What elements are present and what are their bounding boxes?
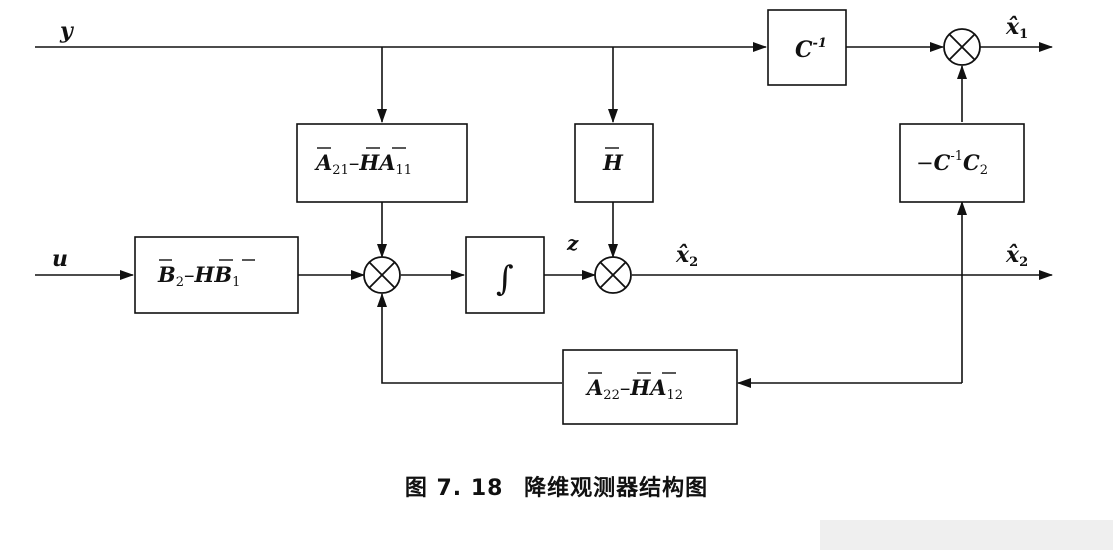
label-y: y (59, 18, 75, 44)
block-h-bar: H (574, 123, 654, 203)
summing-junction-x1 (943, 28, 981, 66)
label-x1-hat: x̂1 (1005, 14, 1028, 42)
svg-text:C-1: C-1 (795, 36, 827, 63)
label-x2-hat-mid: x̂2 (675, 242, 698, 270)
figure-title: 降维观测器结构图 (524, 476, 709, 501)
svg-text:A21–HA11: A21–HA11 (314, 150, 412, 178)
block-c-inverse: C-1 (767, 9, 847, 86)
block-a21-minus-h-a11: A21–HA11 (296, 123, 468, 203)
block-diagram: C-1 A21–HA11 H B2–HB1 ∫ −C-1C2 (35, 9, 1053, 425)
svg-text:H: H (602, 150, 624, 175)
figure-number: 图 7. 18 (404, 476, 504, 501)
block-integrator: ∫ (465, 236, 545, 314)
label-u: u (52, 246, 68, 272)
svg-text:∫: ∫ (496, 259, 514, 299)
block-a22-minus-h-a12: A22–HA12 (562, 349, 738, 425)
block-b2-minus-h-b1: B2–HB1 (134, 236, 299, 314)
svg-text:A22–HA12: A22–HA12 (585, 375, 683, 403)
summing-junction-input (363, 256, 401, 294)
wire-a22-to-sum2 (377, 293, 562, 384)
svg-text:B2–HB1: B2–HB1 (157, 262, 240, 290)
block-minus-cinv-c2: −C-1C2 (899, 123, 1025, 203)
summing-junction-x2 (594, 256, 632, 294)
figure-caption: 图 7. 18 降维观测器结构图 (0, 470, 1113, 502)
label-x2-hat-out: x̂2 (1005, 242, 1028, 270)
wires (35, 42, 1053, 388)
label-z: z (566, 231, 579, 255)
svg-text:−C-1C2: −C-1C2 (916, 149, 988, 178)
